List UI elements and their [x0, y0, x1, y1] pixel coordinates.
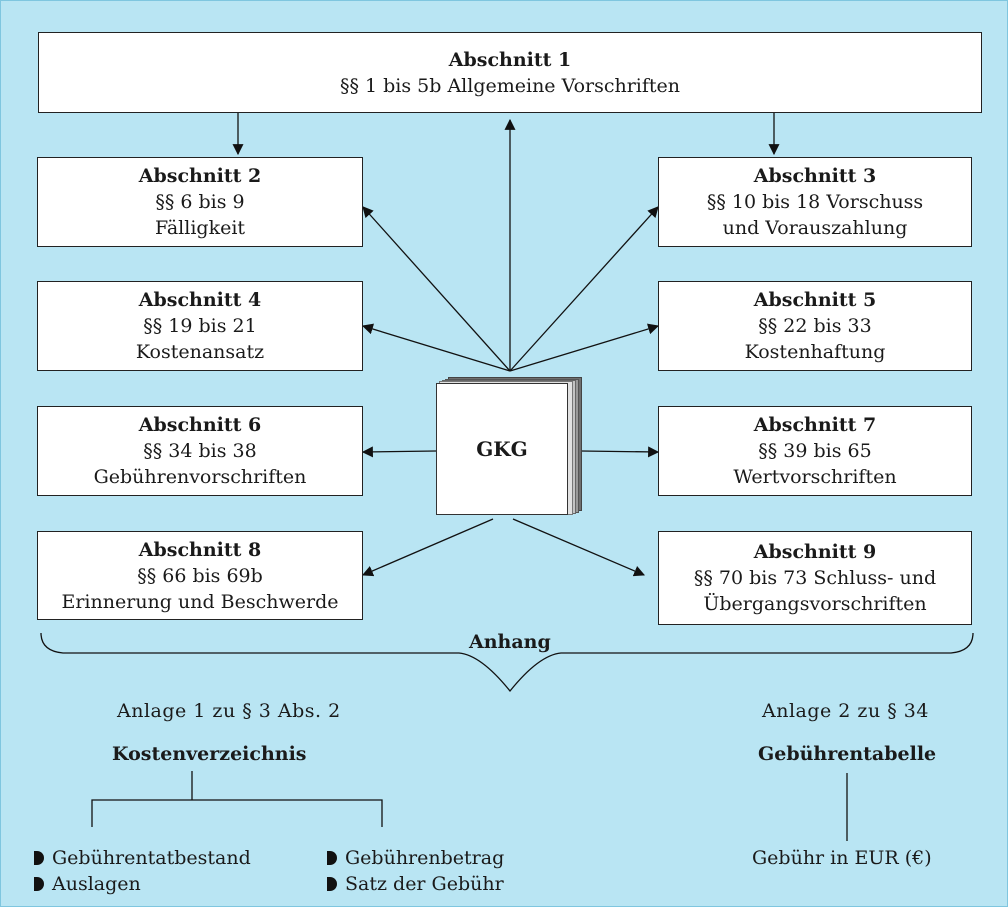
anhang-brace — [40, 632, 974, 693]
arrow-gkg-to-abschnitt-7 — [580, 446, 660, 458]
abschnitt-3-paragraphs: §§ 10 bis 18 Vorschuss — [706, 191, 924, 213]
abschnitt-8-topic: Erinnerung und Beschwerde — [61, 590, 339, 613]
abschnitt-1-box: Abschnitt 1 §§ 1 bis 5b Allgemeine Vorsc… — [38, 32, 982, 113]
abschnitt-6-paragraphs: §§ 34 bis 38 — [143, 440, 257, 462]
bullet-icon — [34, 877, 44, 891]
bullet-icon — [327, 851, 337, 865]
arrow-center-to-abschnitt-3 — [509, 206, 659, 372]
list-item-gebuehrenbetrag: Gebührenbetrag — [327, 846, 504, 870]
abschnitt-2-paragraphs: §§ 6 bis 9 — [155, 191, 245, 213]
abschnitt-8-box: Abschnitt 8 §§ 66 bis 69b Erinnerung und… — [37, 531, 363, 620]
list-item-gebuehrentatbestand: Gebührentatbestand — [34, 846, 251, 870]
arrow-center-to-abschnitt-5 — [509, 323, 660, 372]
abschnitt-3-topic: und Vorauszahlung — [722, 217, 908, 239]
abschnitt-6-title: Abschnitt 6 — [138, 414, 262, 436]
arrow-gkg-to-abschnitt-8 — [361, 518, 494, 577]
abschnitt-5-topic: Kostenhaftung — [744, 341, 886, 363]
abschnitt-2-topic: Fälligkeit — [154, 217, 246, 239]
anlage-1-reference: Anlage 1 zu § 3 Abs. 2 — [117, 700, 341, 722]
list-item-satz-der-gebuehr: Satz der Gebühr — [327, 872, 504, 896]
abschnitt-5-title: Abschnitt 5 — [753, 289, 877, 311]
abschnitt-5-box: Abschnitt 5 §§ 22 bis 33 Kostenhaftung — [658, 281, 972, 371]
abschnitt-7-box: Abschnitt 7 §§ 39 bis 65 Wertvorschrifte… — [658, 406, 972, 496]
gebuehrentabelle-title: Gebührentabelle — [758, 743, 937, 765]
list-item-label: Gebührentatbestand — [52, 847, 251, 869]
kostenverzeichnis-bracket — [91, 771, 383, 827]
gkg-book-icon: GKG — [436, 377, 582, 515]
abschnitt-9-topic: Übergangsvorschriften — [703, 593, 927, 615]
abschnitt-7-title: Abschnitt 7 — [753, 414, 877, 436]
abschnitt-4-topic: Kostenansatz — [135, 341, 265, 363]
gkg-label: GKG — [476, 437, 528, 461]
abschnitt-3-title: Abschnitt 3 — [753, 165, 877, 187]
abschnitt-5-paragraphs: §§ 22 bis 33 — [758, 315, 872, 337]
abschnitt-4-box: Abschnitt 4 §§ 19 bis 21 Kostenansatz — [37, 281, 363, 371]
abschnitt-1-text: §§ 1 bis 5b Allgemeine Vorschriften — [339, 74, 681, 97]
arrow-gkg-to-abschnitt-9 — [512, 518, 646, 577]
list-item-label: Gebührenbetrag — [345, 847, 505, 869]
arrow-center-to-abschnitt-2 — [362, 206, 511, 372]
abschnitt-3-box: Abschnitt 3 §§ 10 bis 18 Vorschuss und V… — [658, 157, 972, 247]
bullet-icon — [34, 851, 44, 865]
bullet-icon — [327, 877, 337, 891]
abschnitt-6-box: Abschnitt 6 §§ 34 bis 38 Gebührenvorschr… — [37, 406, 363, 496]
anhang-label: Anhang — [469, 631, 551, 653]
abschnitt-4-paragraphs: §§ 19 bis 21 — [143, 315, 257, 337]
abschnitt-2-title: Abschnitt 2 — [138, 165, 262, 187]
list-item-auslagen: Auslagen — [34, 872, 141, 896]
abschnitt-8-paragraphs: §§ 66 bis 69b — [137, 564, 263, 587]
abschnitt-4-title: Abschnitt 4 — [138, 289, 262, 311]
abschnitt-1-title: Abschnitt 1 — [448, 48, 572, 71]
abschnitt-9-paragraphs: §§ 70 bis 73 Schluss- und — [693, 567, 937, 589]
list-item-label: Auslagen — [52, 873, 141, 895]
arrow-gkg-to-abschnitt-6 — [361, 446, 437, 458]
abschnitt-9-box: Abschnitt 9 §§ 70 bis 73 Schluss- und Üb… — [658, 531, 972, 625]
kostenverzeichnis-title: Kostenverzeichnis — [112, 743, 307, 765]
anlage-2-reference: Anlage 2 zu § 34 — [762, 700, 929, 722]
gkg-cover: GKG — [436, 383, 568, 515]
abschnitt-7-topic: Wertvorschriften — [733, 466, 897, 488]
abschnitt-6-topic: Gebührenvorschriften — [93, 466, 307, 488]
gebuehr-in-eur: Gebühr in EUR (€) — [752, 847, 932, 869]
abschnitt-2-box: Abschnitt 2 §§ 6 bis 9 Fälligkeit — [37, 157, 363, 247]
abschnitt-8-title: Abschnitt 8 — [138, 538, 262, 561]
arrow-center-to-abschnitt-4 — [361, 323, 511, 372]
abschnitt-9-title: Abschnitt 9 — [753, 541, 877, 563]
abschnitt-7-paragraphs: §§ 39 bis 65 — [758, 440, 872, 462]
list-item-label: Satz der Gebühr — [345, 873, 504, 895]
